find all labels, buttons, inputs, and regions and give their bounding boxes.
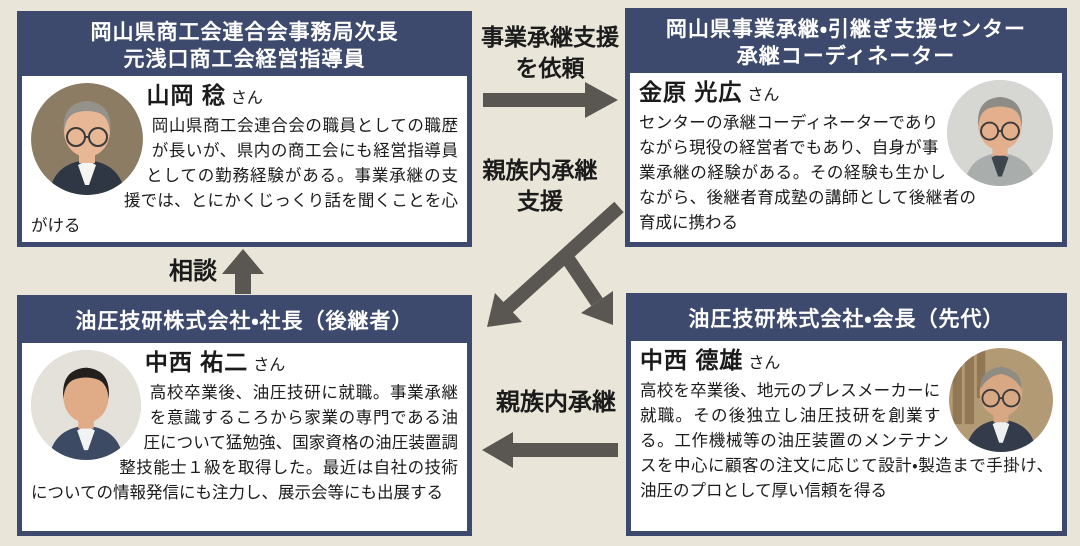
arrow-consult-up-icon	[222, 249, 264, 294]
person-bio: 高校卒業後、油圧技研に就職。事業承継を意識するころから家業の専門である油圧につい…	[31, 384, 459, 502]
person-honorific: さん	[230, 90, 263, 107]
profile-box-content: 中西 祐二さん 高校卒業後、油圧技研に就職。事業承継を意識するころから家業の専門…	[22, 343, 467, 531]
person-name-row: 金原 光広さん	[639, 77, 1053, 111]
person-name-row: 山岡 稔さん	[31, 80, 458, 114]
profile-box-yamaoka: 岡山県商工会連合会事務局次長 元浅口商工会経営指導員 山岡 稔さん 岡山県商工会…	[17, 11, 472, 247]
person-honorific: さん	[748, 355, 781, 372]
person-name: 金原 光広	[639, 79, 743, 105]
arrow-label-family-support: 親族内承継 支援	[482, 157, 598, 214]
arrow-succession-left-icon	[482, 432, 618, 468]
profile-box-header: 油圧技研株式会社・社長（後継者）	[22, 300, 467, 343]
profile-box-nakanishi-yuji: 油圧技研株式会社・社長（後継者） 中西 祐二さん 高校卒業後、油圧技研に就職。事…	[17, 295, 472, 536]
profile-box-content: 中西 德雄さん 高校を卒業後、地元のプレスメーカーに就職。その後独立し油圧技研を…	[631, 341, 1062, 531]
arrow-label-request: 事業承継支援 を依頼	[481, 24, 619, 81]
profile-box-content: 金原 光広さん センターの承継コーディネーターでありながら現役の経営者でもあり、…	[630, 73, 1062, 242]
person-name: 山岡 稔	[146, 82, 226, 108]
person-name-row: 中西 祐二さん	[31, 347, 458, 381]
person-name: 中西 德雄	[640, 347, 744, 373]
person-name-row: 中西 德雄さん	[640, 345, 1053, 379]
person-honorific: さん	[253, 357, 286, 374]
profile-box-header: 岡山県事業承継・引継ぎ支援センター 承継コーディネーター	[630, 13, 1062, 73]
profile-box-kanehara: 岡山県事業承継・引継ぎ支援センター 承継コーディネーター 金原 光広さん センタ…	[625, 8, 1067, 247]
arrow-request-right-icon	[483, 82, 618, 118]
portrait-photo	[949, 348, 1053, 452]
arrow-label-succession: 親族内承継	[496, 389, 616, 416]
profile-box-header: 岡山県商工会連合会事務局次長 元浅口商工会経営指導員	[22, 16, 467, 76]
person-name: 中西 祐二	[144, 349, 249, 375]
person-bio: 岡山県商工会連合会の職員としての職歴が長いが、県内の商工会にも経営指導員としての…	[31, 117, 458, 235]
profile-box-header: 油圧技研株式会社・会長（先代）	[631, 298, 1062, 341]
arrow-label-consult: 相談	[169, 258, 217, 285]
arrow-family-support-fork-icon	[487, 201, 624, 327]
person-bio: 高校を卒業後、地元のプレスメーカーに就職。その後独立し油圧技研を創業する。工作機…	[640, 382, 1053, 500]
portrait-photo	[947, 80, 1053, 186]
portrait-photo	[31, 83, 143, 195]
profile-box-content: 山岡 稔さん 岡山県商工会連合会の職員としての職歴が長いが、県内の商工会にも経営…	[22, 76, 467, 242]
profile-box-nakanishi-tokuo: 油圧技研株式会社・会長（先代） 中西 德雄さん 高校を卒業後、地元のプレスメーカ…	[626, 293, 1067, 536]
portrait-photo	[31, 350, 141, 460]
person-honorific: さん	[747, 87, 780, 104]
person-bio: センターの承継コーディネーターでありながら現役の経営者でもあり、自身が事業承継の…	[639, 114, 977, 232]
